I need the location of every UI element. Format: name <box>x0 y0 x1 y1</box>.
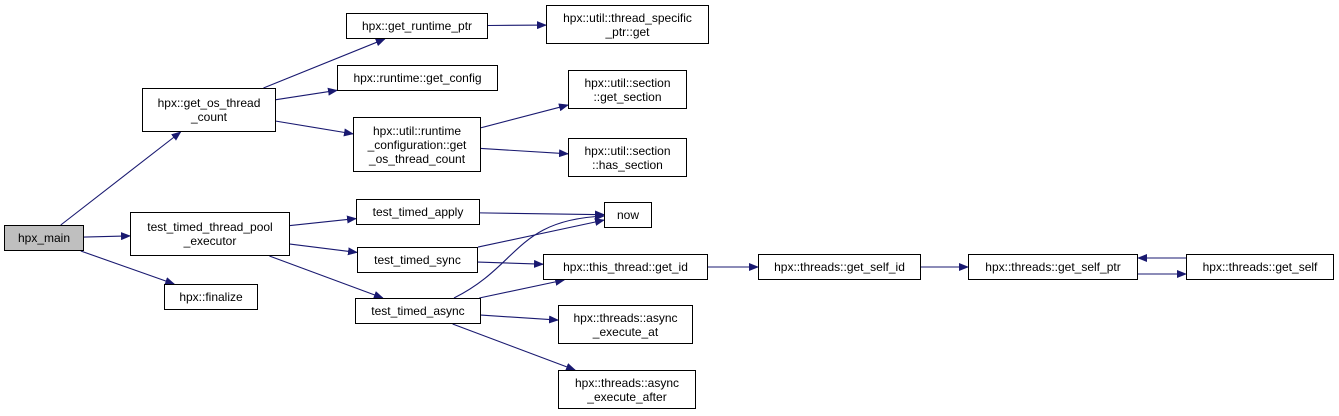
node-rc-get-os-thread-count[interactable]: hpx::util::runtime _configuration::get _… <box>353 117 481 172</box>
edge-test-timed-async-to-async-execute-after <box>452 323 577 371</box>
edge-test-timed-tpe-to-test-timed-sync <box>289 243 358 256</box>
edge-get-os-thread-count-to-get-runtime-ptr <box>263 38 386 89</box>
node-label: test_timed_apply <box>372 205 464 219</box>
node-label: test_timed_thread_pool _executor <box>147 220 273 248</box>
edge-test-timed-tpe-to-test-timed-apply <box>289 215 357 227</box>
node-label: hpx::threads::get_self_id <box>774 260 905 274</box>
node-label: test_timed_sync <box>374 253 461 267</box>
node-label: hpx::util::section ::get_section <box>584 75 671 104</box>
node-section-get-section[interactable]: hpx::util::section ::get_section <box>568 70 687 109</box>
node-label: test_timed_async <box>371 304 465 318</box>
node-label: now <box>616 208 639 222</box>
node-label: hpx::runtime::get_config <box>353 71 482 85</box>
edge-get-os-thread-count-to-rc-get-os-thread-count <box>275 120 354 137</box>
edge-hpx-main-to-get-os-thread-count <box>60 131 182 226</box>
node-test-timed-apply[interactable]: test_timed_apply <box>356 199 480 225</box>
node-get-self[interactable]: hpx::threads::get_self <box>1186 254 1334 280</box>
node-async-execute-after[interactable]: hpx::threads::async _execute_after <box>558 370 696 409</box>
node-label: hpx::util::runtime _configuration::get _… <box>367 123 467 166</box>
edge-test-timed-async-to-this-thread-get-id <box>479 277 566 299</box>
edge-hpx-main-to-test-timed-tpe <box>83 232 131 241</box>
node-test-timed-sync[interactable]: test_timed_sync <box>357 247 478 273</box>
edge-test-timed-sync-to-this-thread-get-id <box>477 259 544 268</box>
node-label: hpx::get_os_thread _count <box>157 96 261 124</box>
node-label: hpx::this_thread::get_id <box>563 260 688 274</box>
node-hpx-main[interactable]: hpx_main <box>4 225 84 251</box>
node-test-timed-async[interactable]: test_timed_async <box>355 298 481 324</box>
edge-test-timed-async-to-async-execute-at <box>480 314 559 324</box>
node-thread-specific-ptr-get[interactable]: hpx::util::thread_specific _ptr::get <box>546 5 709 44</box>
node-now[interactable]: now <box>604 202 652 228</box>
node-section-has-section[interactable]: hpx::util::section ::has_section <box>568 138 687 177</box>
node-label: hpx::threads::get_self <box>1202 260 1318 274</box>
edge-get-os-thread-count-to-runtime-get-config <box>275 87 338 101</box>
edge-test-timed-tpe-to-test-timed-async <box>269 255 384 299</box>
edge-rc-get-os-thread-count-to-section-has-section <box>480 147 569 158</box>
node-get-self-id[interactable]: hpx::threads::get_self_id <box>758 254 921 280</box>
node-label: hpx::finalize <box>179 290 243 304</box>
node-label: hpx::threads::get_self_ptr <box>985 260 1121 274</box>
node-finalize[interactable]: hpx::finalize <box>164 284 258 310</box>
node-get-runtime-ptr[interactable]: hpx::get_runtime_ptr <box>346 13 488 39</box>
node-this-thread-get-id[interactable]: hpx::this_thread::get_id <box>543 254 708 280</box>
node-async-execute-at[interactable]: hpx::threads::async _execute_at <box>558 305 693 344</box>
node-label: hpx::threads::async _execute_at <box>573 310 678 339</box>
edge-rc-get-os-thread-count-to-section-get-section <box>480 103 569 129</box>
edge-hpx-main-to-finalize <box>80 250 176 285</box>
edge-test-timed-async-to-now <box>453 212 605 299</box>
node-label: hpx::get_runtime_ptr <box>361 19 473 33</box>
node-label: hpx::util::section ::has_section <box>584 143 671 172</box>
edge-test-timed-apply-to-now <box>479 210 605 219</box>
edge-test-timed-sync-to-now <box>477 218 605 248</box>
node-get-os-thread-count[interactable]: hpx::get_os_thread _count <box>142 88 276 132</box>
node-test-timed-tpe[interactable]: test_timed_thread_pool _executor <box>130 212 290 256</box>
node-get-self-ptr[interactable]: hpx::threads::get_self_ptr <box>968 254 1138 280</box>
node-runtime-get-config[interactable]: hpx::runtime::get_config <box>337 65 498 91</box>
node-label: hpx_main <box>17 231 71 245</box>
node-label: hpx::util::thread_specific _ptr::get <box>563 10 692 39</box>
node-label: hpx::threads::async _execute_after <box>574 375 680 404</box>
